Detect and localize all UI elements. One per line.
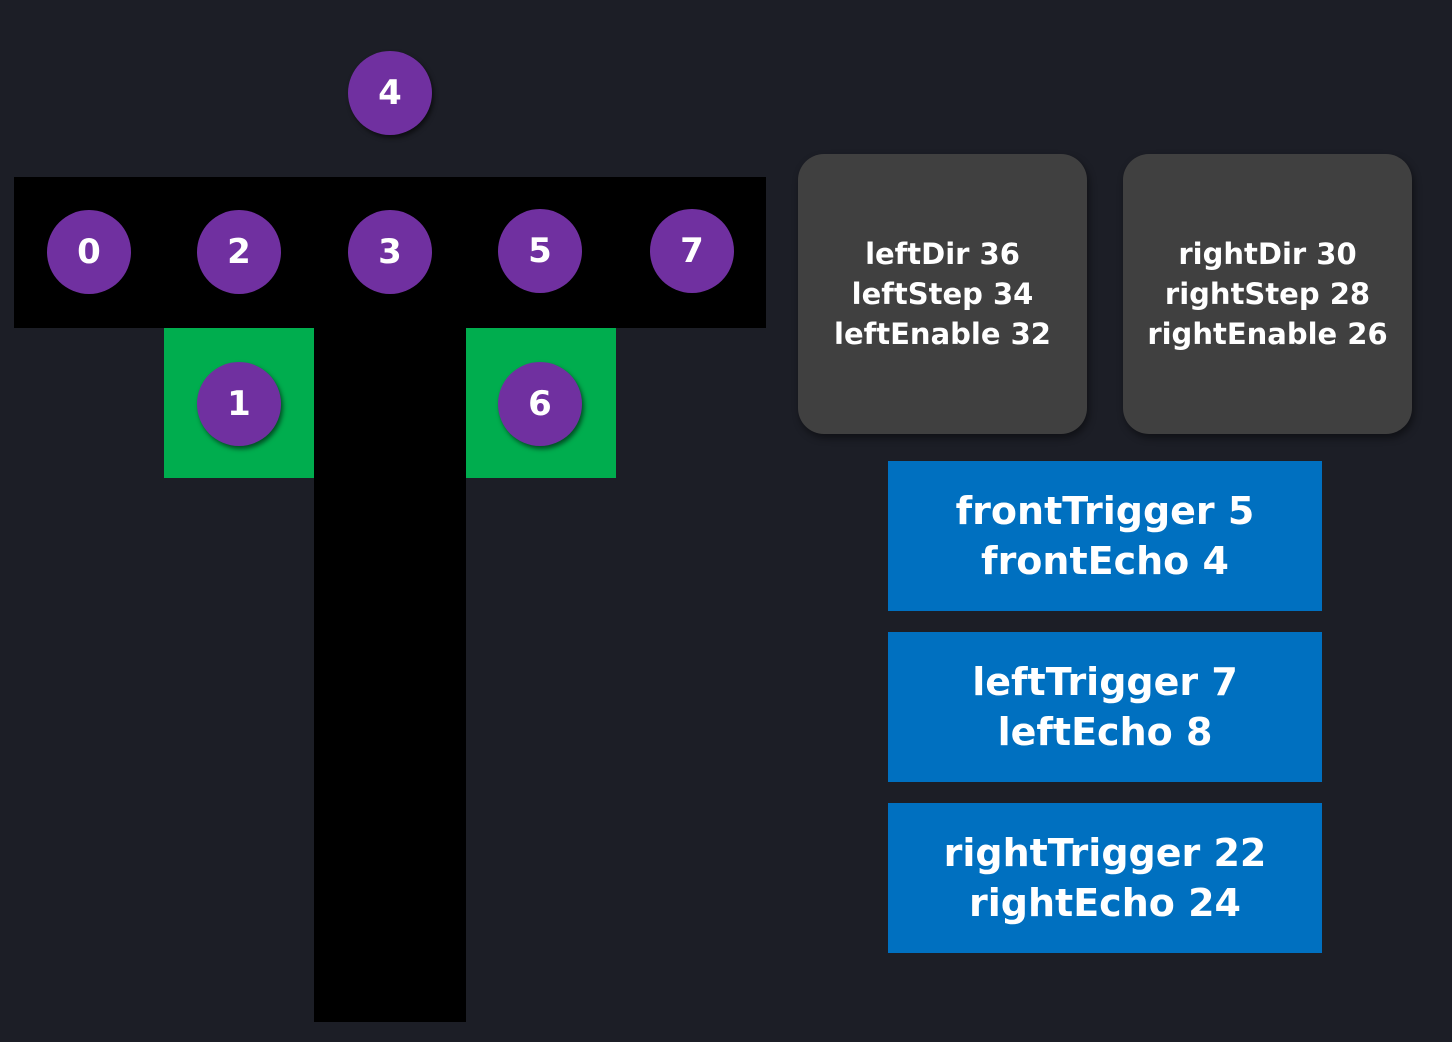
slot-6-circle[interactable]: 6 [498, 362, 582, 446]
slot-3-circle[interactable]: 3 [348, 210, 432, 294]
right-trigger-label: rightTrigger 22 [943, 831, 1267, 875]
right-echo-label: rightEcho 24 [969, 881, 1241, 925]
slot-5-circle[interactable]: 5 [498, 209, 582, 293]
right-enable-label: rightEnable 26 [1147, 317, 1388, 351]
slot-0-circle[interactable]: 0 [47, 210, 131, 294]
front-echo-label: frontEcho 4 [981, 539, 1229, 583]
slot-7-circle[interactable]: 7 [650, 209, 734, 293]
right-step-label: rightStep 28 [1164, 277, 1371, 311]
left-echo-label: leftEcho 8 [997, 710, 1213, 754]
front-sensor-panel: frontTrigger 5 frontEcho 4 [888, 461, 1322, 611]
left-dir-label: leftDir 36 [865, 237, 1020, 271]
left-motor-panel: leftDir 36 leftStep 34 leftEnable 32 [798, 154, 1087, 434]
left-sensor-panel: leftTrigger 7 leftEcho 8 [888, 632, 1322, 782]
left-step-label: leftStep 34 [851, 277, 1034, 311]
right-motor-panel: rightDir 30 rightStep 28 rightEnable 26 [1123, 154, 1412, 434]
front-trigger-label: frontTrigger 5 [955, 489, 1255, 533]
right-sensor-panel: rightTrigger 22 rightEcho 24 [888, 803, 1322, 953]
right-dir-label: rightDir 30 [1178, 237, 1357, 271]
left-trigger-label: leftTrigger 7 [972, 660, 1238, 704]
robot-stem [314, 320, 466, 1022]
left-enable-label: leftEnable 32 [834, 317, 1051, 351]
slot-2-circle[interactable]: 2 [197, 210, 281, 294]
slot-1-circle[interactable]: 1 [197, 362, 281, 446]
slot-4-circle[interactable]: 4 [348, 51, 432, 135]
